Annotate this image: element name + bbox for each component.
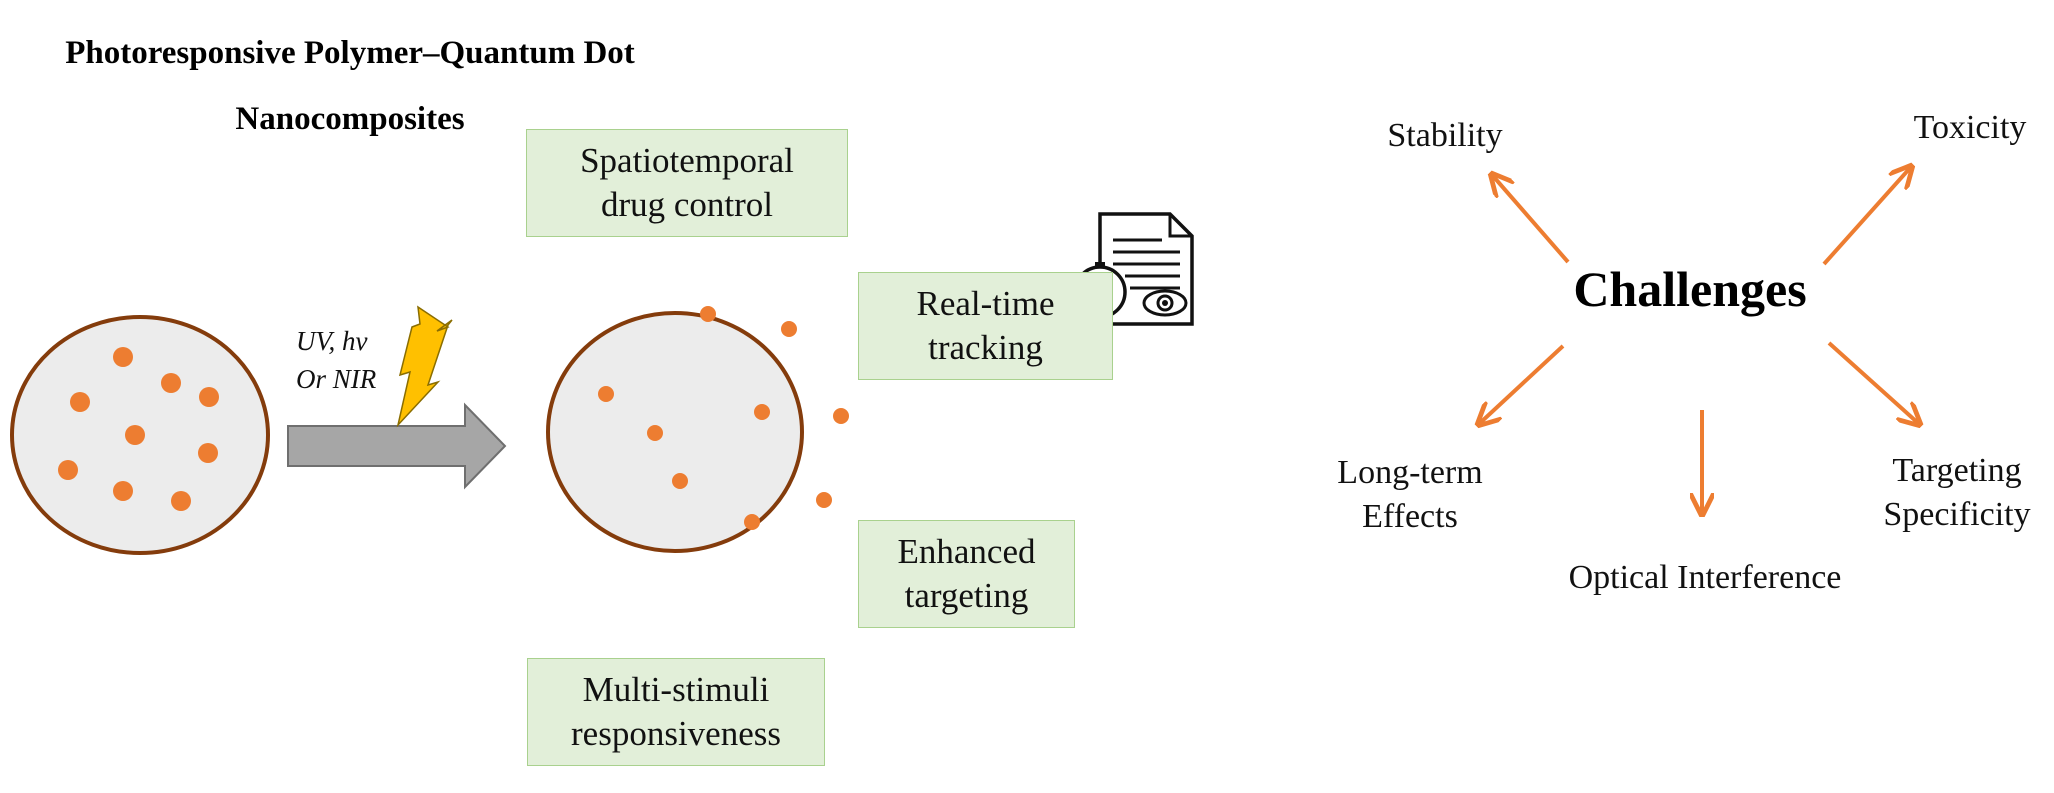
challenge-arrows xyxy=(1480,168,1918,512)
lightning-icon xyxy=(396,305,453,428)
transformation-arrow xyxy=(287,402,507,490)
box-real-time-tracking: Real-time tracking xyxy=(858,272,1113,380)
diagram-title: Photoresponsive Polymer–Quantum Dot Nano… xyxy=(65,35,635,137)
challenge-stability: Stability xyxy=(1387,117,1503,154)
box-enhanced-targeting: Enhanced targeting xyxy=(858,520,1075,628)
arrow-to-toxicity xyxy=(1822,168,1910,266)
arrow-to-stability xyxy=(1493,176,1570,264)
quantum-dots-before xyxy=(58,347,219,511)
quantum-dots-after xyxy=(598,306,849,530)
stimulus-label: UV, hv Or NIR xyxy=(296,326,377,394)
box-multi-stimuli-responsiveness: Multi-stimuli responsiveness xyxy=(527,658,825,766)
challenge-toxicity: Toxicity xyxy=(1913,109,2027,146)
arrow-to-specificity xyxy=(1827,341,1918,423)
challenge-targeting-specificity: Targeting Specificity xyxy=(1883,452,2031,533)
challenges-center-label: Challenges xyxy=(1573,261,1807,317)
arrow-to-longterm xyxy=(1480,344,1565,423)
box-spatiotemporal-drug-control: Spatiotemporal drug control xyxy=(526,129,848,237)
challenge-long-term-effects: Long-term Effects xyxy=(1337,454,1483,535)
challenge-optical-interference: Optical Interference xyxy=(1568,559,1842,596)
nanocomposite-after xyxy=(546,311,804,553)
